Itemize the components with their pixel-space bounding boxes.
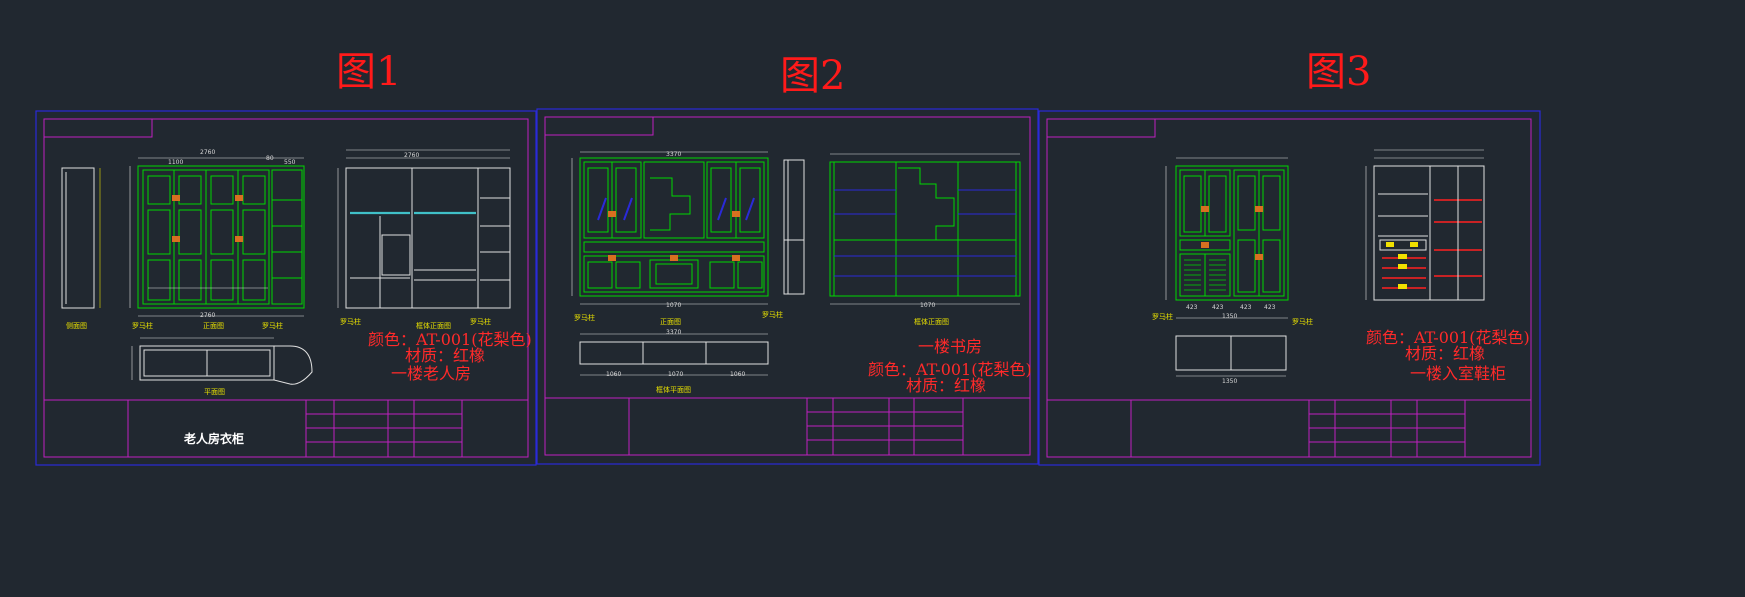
sheet-2-column-right-label: 罗马柱 [762, 311, 783, 319]
sheet-1-dim-total-width: 2760 [200, 149, 216, 156]
sheet-3 [1038, 110, 1541, 466]
sheet-3-dim-plan-width: 1350 [1222, 378, 1238, 385]
sheet-3-note-room: 一楼入室鞋柜 [1410, 364, 1507, 383]
sheet-2-border [536, 108, 1039, 465]
sheet-2-dim-plan-middle: 1070 [668, 371, 684, 378]
sheet-1-column-left-label: 罗马柱 [132, 322, 153, 330]
sheet-2-note-room: 一楼书房 [918, 337, 983, 356]
sheet-2 [536, 108, 1039, 465]
sheet-2-note-color: 颜色：AT-001(花梨色) [868, 360, 1032, 379]
sheet-2-dim-carcass-module: 1070 [920, 302, 936, 309]
sheet-1-label-box [43, 118, 153, 138]
sheet-3-dim-door-4: 423 [1264, 304, 1276, 311]
sheet-1-titleblock-name: 老人房衣柜 [184, 432, 245, 446]
sheet-1-column-carcass-left-label: 罗马柱 [340, 318, 361, 326]
sheet-2-dim-total-width: 3370 [666, 151, 682, 158]
sheet-1-column-carcass-right-label: 罗马柱 [470, 318, 491, 326]
sheet-1-border [35, 110, 537, 466]
sheet-1-dim-panel: 1100 [168, 159, 184, 166]
sheet-3-column-left-label: 罗马柱 [1152, 313, 1173, 321]
sheet-2-view-plan-label: 框体平面图 [656, 386, 691, 394]
sheet-2-view-front-label: 正面图 [660, 318, 681, 326]
sheet-1-column-right-label: 罗马柱 [262, 322, 283, 330]
sheet-1-note-room: 一楼老人房 [391, 364, 472, 383]
sheet-1-dim-carcass-width: 2760 [404, 152, 420, 159]
sheet-3-border [1038, 110, 1541, 466]
sheet-2-note-material: 材质：红橡 [906, 376, 987, 395]
sheet-3-frame [1046, 118, 1532, 458]
sheet-3-dim-width: 1350 [1222, 313, 1238, 320]
sheet-1-frame [43, 118, 529, 458]
sheet-1-note-color: 颜色：AT-001(花梨色) [368, 330, 532, 349]
sheet-2-dim-module: 1070 [666, 302, 682, 309]
sheet-2-label-box [544, 116, 654, 136]
sheet-3-note-material: 材质：红橡 [1405, 344, 1486, 363]
sheet-2-dim-plan-right: 1060 [730, 371, 746, 378]
sheet-2-view-carcass-label: 框体正面图 [914, 318, 949, 326]
figure-1-title: 图1 [336, 49, 402, 95]
sheet-3-column-right-label: 罗马柱 [1292, 318, 1313, 326]
figure-3-title: 图3 [1306, 49, 1372, 95]
sheet-1 [35, 110, 537, 466]
sheet-1-view-carcass-label: 框体正面图 [416, 322, 451, 330]
sheet-1-view-front-label: 正面图 [203, 322, 224, 330]
sheet-1-dim-post: 80 [266, 155, 274, 162]
sheet-1-view-side-label: 侧面图 [66, 322, 87, 330]
sheet-3-dim-door-1: 423 [1186, 304, 1198, 311]
sheet-2-column-left-label: 罗马柱 [574, 314, 595, 322]
sheet-2-dim-plan-left: 1060 [606, 371, 622, 378]
sheet-3-label-box [1046, 118, 1156, 138]
sheet-1-note-material: 材质：红橡 [405, 346, 486, 365]
figure-2-title: 图2 [780, 53, 846, 99]
sheet-1-dim-bottom-width: 2760 [200, 312, 216, 319]
sheet-3-dim-door-3: 423 [1240, 304, 1252, 311]
sheet-2-frame [544, 116, 1031, 456]
sheet-1-view-plan-label: 平面图 [204, 388, 225, 396]
sheet-1-dim-side: 550 [284, 159, 296, 166]
sheet-2-dim-plan-width: 3370 [666, 329, 682, 336]
sheet-3-note-color: 颜色：AT-001(花梨色) [1366, 328, 1530, 347]
sheet-3-dim-door-2: 423 [1212, 304, 1224, 311]
